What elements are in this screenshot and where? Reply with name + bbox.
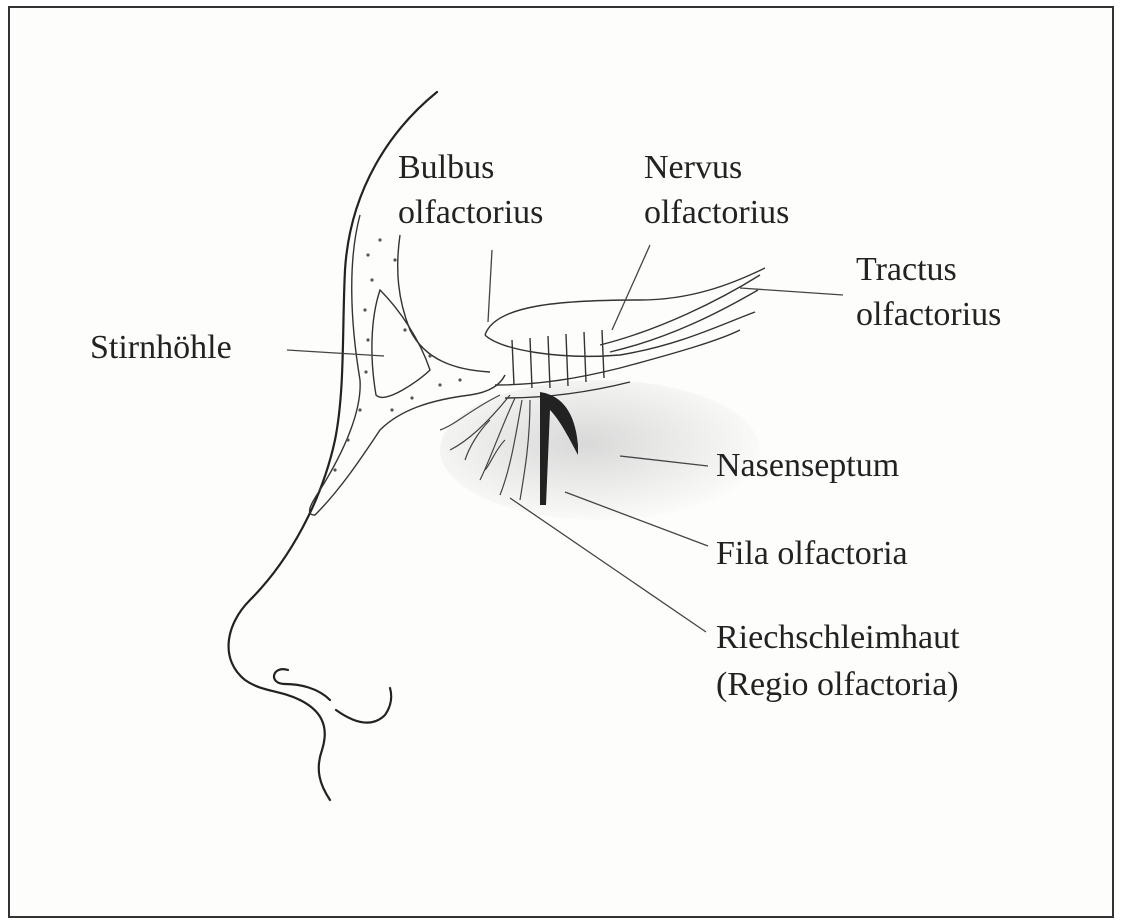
leader-stirnhoehle (287, 350, 384, 356)
upper-lip (300, 700, 330, 800)
label-riech: Riechschleimhaut (Regio olfactoria) (716, 619, 968, 703)
frontal-sinus (372, 290, 430, 397)
label-stirnhoehle: Stirnhöhle (90, 329, 232, 366)
leader-nervus (612, 245, 650, 330)
nostril (274, 669, 330, 700)
label-nervus: Nervus olfactorius (644, 149, 789, 231)
frontal-bone-inner (398, 235, 490, 372)
label-fila: Fila olfactoria (716, 535, 908, 572)
label-nasenseptum: Nasenseptum (716, 447, 899, 484)
olfactory-nerve-bundles (512, 330, 604, 388)
label-bulbus: Bulbus olfactorius (398, 149, 543, 231)
label-tractus: Tractus olfactorius (856, 251, 1001, 333)
lip-curve (336, 688, 391, 723)
leader-bulbus (488, 250, 492, 322)
